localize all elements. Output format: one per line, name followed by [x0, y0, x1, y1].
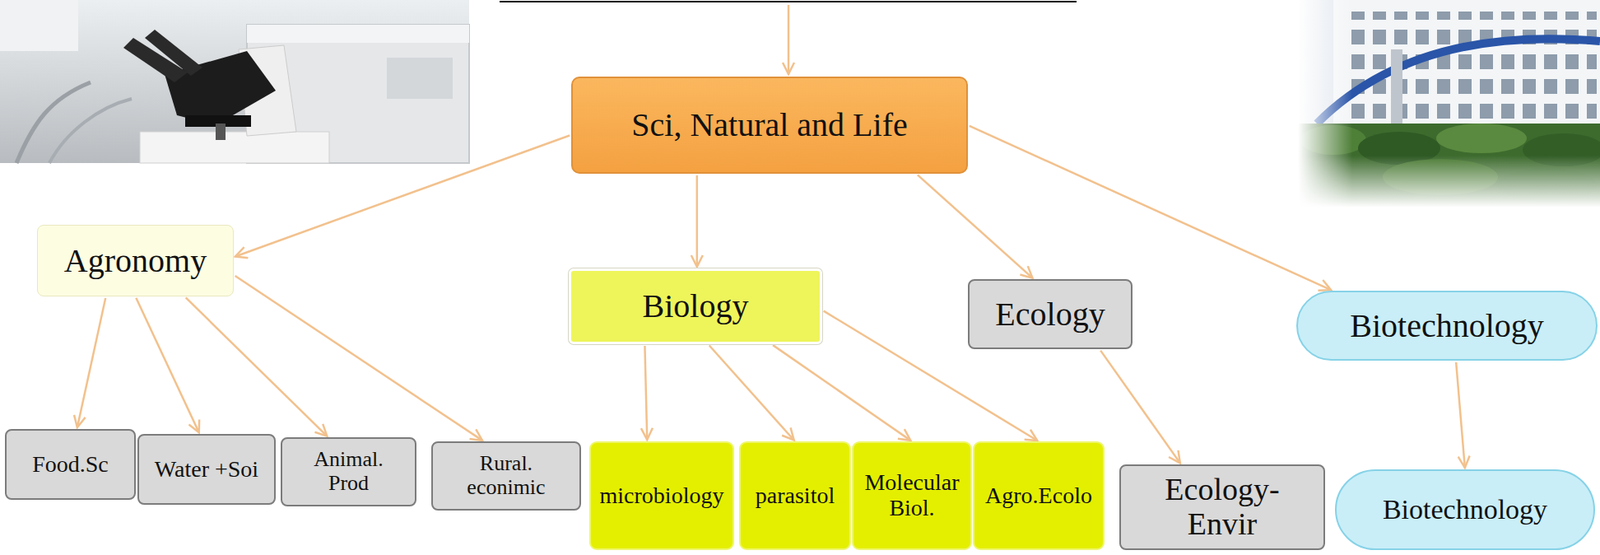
node-label: Ecology: [995, 296, 1105, 333]
field-box: Molecular Biol.: [851, 441, 973, 550]
microscope-photo: [16, 82, 91, 163]
root-box: Sci, Natural and Life: [571, 76, 968, 174]
connector-arrow: [917, 174, 1033, 278]
connector-arrow: [235, 134, 570, 256]
node-label: Agro.Ecolo: [985, 483, 1093, 509]
node-label: Molecular Biol.: [862, 469, 962, 521]
field-box: Agro.Ecolo: [972, 441, 1105, 550]
building-photo: [1297, 0, 1600, 208]
microscope-photo: [0, 0, 79, 52]
field-box: parasitol: [739, 441, 852, 550]
node-label: Food.Sc: [32, 451, 109, 478]
microscope-photo: [246, 24, 470, 43]
node-label: Animal. Prod: [303, 447, 395, 495]
building-photo: [1297, 0, 1600, 208]
building-photo: [1297, 0, 1600, 208]
connector-arrow: [186, 297, 328, 436]
microscope-photo: [144, 29, 203, 76]
node-label: microbiology: [600, 483, 725, 509]
field-box: Water +Soi: [137, 433, 276, 505]
node-label: Sci, Natural and Life: [631, 106, 907, 144]
connector-arrow: [1455, 362, 1466, 468]
microscope-photo: [215, 123, 226, 140]
title-rule: [499, 0, 1077, 3]
category-pill: Biotechnology: [1296, 290, 1598, 361]
connector-arrow: [135, 297, 199, 433]
node-label: Ecology- Envir: [1152, 472, 1293, 542]
connector-arrow: [969, 125, 1331, 290]
connector-arrow: [77, 297, 106, 428]
connector-arrow: [696, 175, 699, 267]
microscope-photo: [0, 0, 470, 163]
microscope-photo: [49, 98, 132, 163]
category-box: Agronomy: [37, 224, 234, 297]
title-rule: [499, 1, 1077, 75]
category-box: Ecology: [967, 279, 1133, 349]
node-label: parasitol: [755, 483, 835, 509]
microscope-photo: [386, 57, 453, 99]
node-label: Biotechnology: [1382, 493, 1548, 525]
node-label: Biotechnology: [1349, 307, 1545, 345]
category-box: Biology: [568, 268, 823, 345]
title-rule: [787, 4, 791, 75]
field-box: microbiology: [589, 441, 735, 550]
field-box: Animal. Prod: [280, 437, 417, 507]
node-label: Biology: [642, 288, 749, 325]
node-label: Rural. econimic: [452, 451, 560, 499]
field-box: Rural. econimic: [431, 441, 582, 511]
microscope-photo: [0, 0, 470, 163]
connector-arrow: [235, 275, 483, 441]
microscope-photo: [139, 131, 330, 163]
building-photo: [1297, 0, 1600, 208]
connector-arrow: [772, 344, 911, 441]
connector-arrow: [1100, 350, 1181, 464]
field-box: Ecology- Envir: [1119, 464, 1326, 550]
field-box: Food.Sc: [4, 428, 136, 500]
connector-arrow: [709, 344, 795, 440]
node-label: Water +Soi: [154, 456, 259, 483]
node-label: Agronomy: [64, 242, 207, 280]
field-pill: Biotechnology: [1334, 469, 1596, 550]
connector-arrow: [644, 345, 647, 440]
